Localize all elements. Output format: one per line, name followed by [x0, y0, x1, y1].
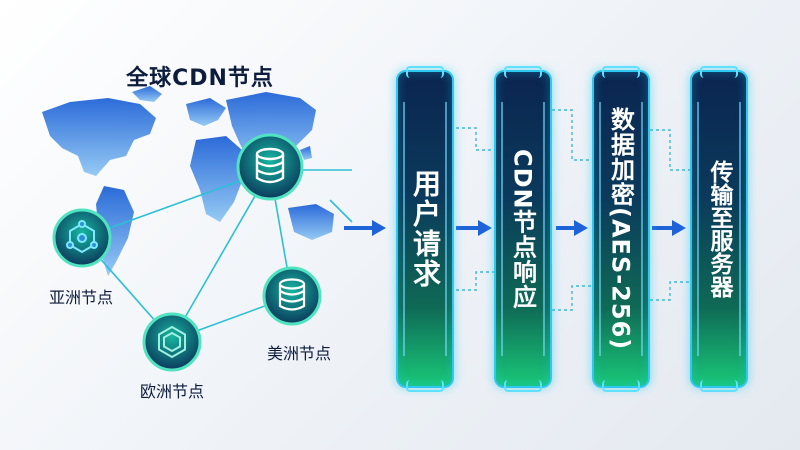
pipeline-step-transfer-to-server: 传输至服务器 [690, 66, 748, 392]
europe-node-label: 欧洲节点 [139, 382, 204, 401]
asia-node [52, 208, 112, 268]
network-node-icon [66, 220, 98, 254]
flow-arrows [344, 220, 686, 236]
step-label: 用户请求 [409, 169, 442, 289]
pipeline-step-user-request: 用户请求 [396, 66, 454, 392]
arrow-into-pipeline [344, 220, 386, 236]
database-icon [278, 278, 306, 311]
arrow-step-3-4 [652, 220, 686, 236]
step-label: CDN节点响应 [508, 148, 537, 310]
america-node [262, 266, 322, 326]
map-title: 全球CDN节点 [126, 66, 274, 91]
america-node-label: 美洲节点 [266, 344, 331, 363]
main-cdn-node [236, 133, 304, 201]
asia-node-label: 亚洲节点 [48, 288, 113, 307]
pipeline-step-encryption: 数据加密(AES-256) [592, 66, 650, 392]
pipeline-step-cdn-response: CDN节点响应 [494, 66, 552, 392]
europe-node [142, 312, 202, 372]
hexagon-icon [158, 325, 186, 359]
database-icon [255, 147, 285, 184]
step-label: 数据加密(AES-256) [606, 107, 635, 351]
arrow-step-1-2 [456, 220, 492, 236]
arrow-step-2-3 [556, 220, 588, 236]
step-label: 传输至服务器 [706, 160, 732, 298]
circuit-connectors [456, 109, 690, 311]
